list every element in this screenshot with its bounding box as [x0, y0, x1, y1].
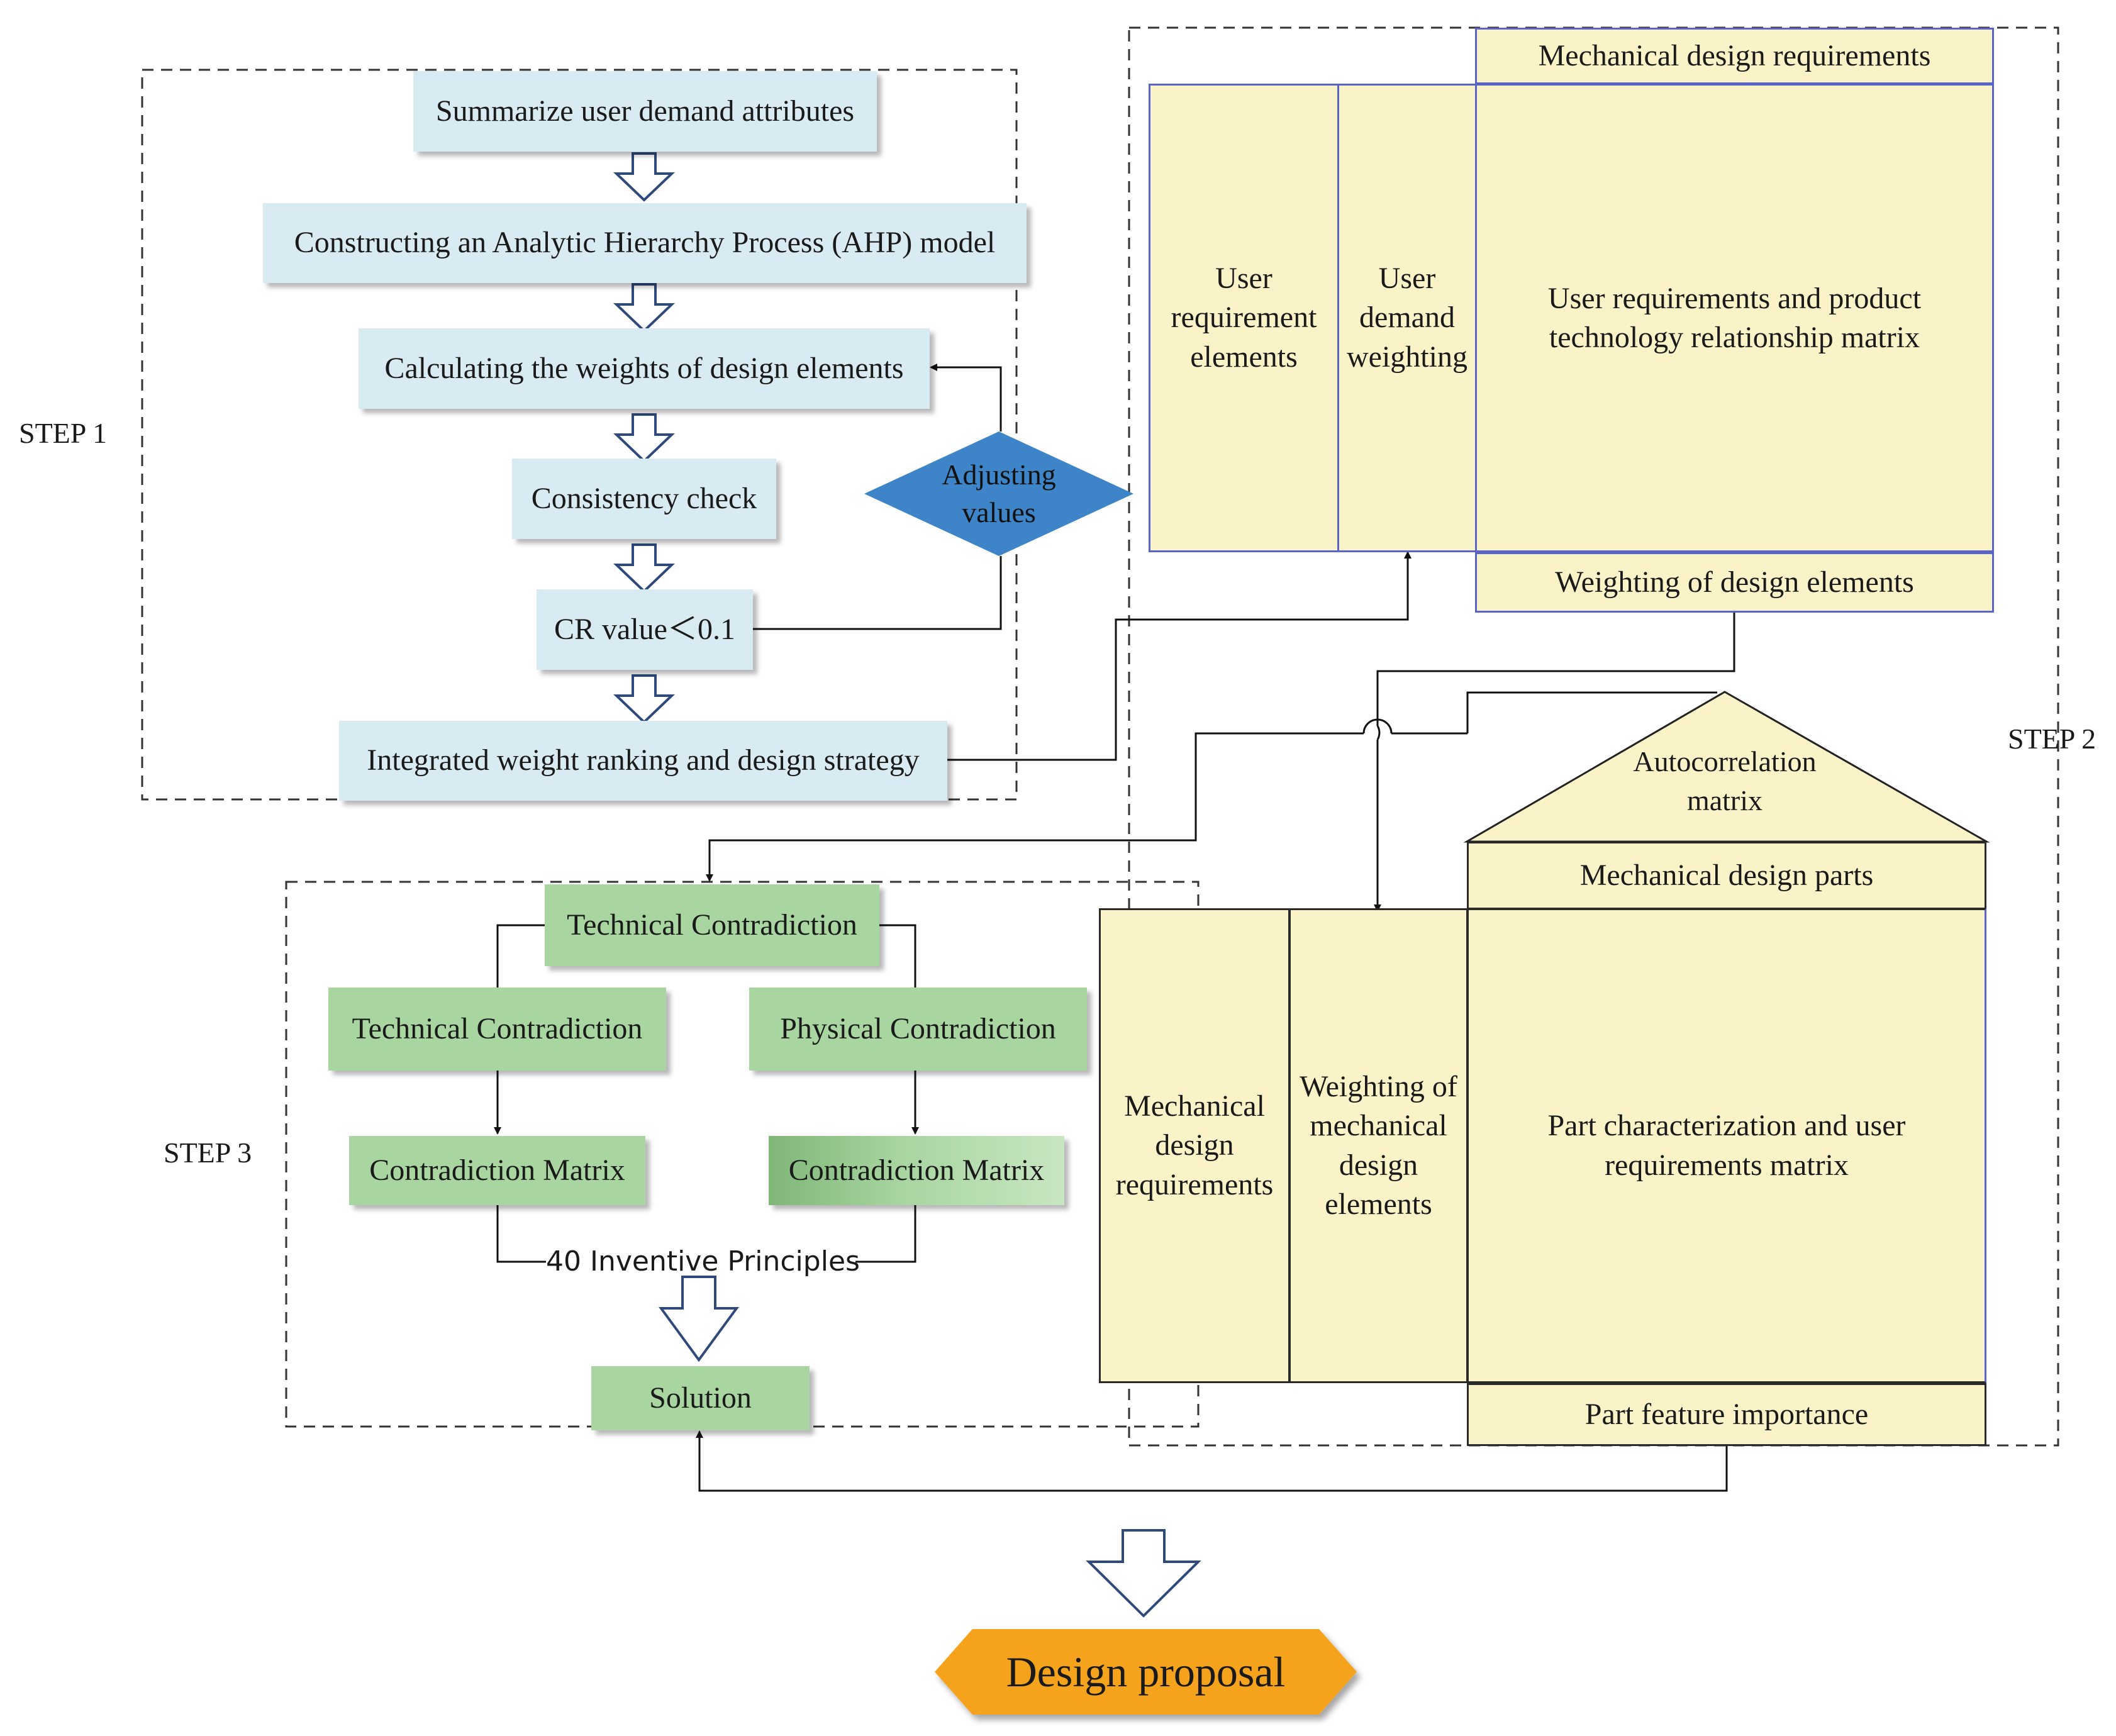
summarize-text: Summarize user demand attributes — [435, 94, 855, 128]
top-to-left-branch — [496, 924, 545, 988]
design-proposal-text: Design proposal — [1006, 1647, 1286, 1696]
step1-border — [141, 69, 1018, 801]
hollow-arrow-1 — [613, 152, 675, 202]
design-proposal-shape — [935, 1629, 1357, 1715]
contradiction-matrix-left-text: Contradiction Matrix — [369, 1153, 625, 1187]
step2-border — [1128, 26, 2059, 1447]
adjusting-values-text: Adjusting values — [942, 459, 1056, 528]
cr-value-text: CR value＜0.1 — [554, 612, 735, 646]
hollow-arrow-proposal — [1086, 1529, 1201, 1618]
step2-label: STEP 2 — [2008, 723, 2097, 755]
inventive-principles-label: 40 Inventive Principles — [546, 1245, 860, 1277]
hoq1-relationship-matrix: User requirements and product technology… — [1475, 84, 1994, 552]
hoq1-mech-design-req: Mechanical design requirements — [1475, 28, 1994, 84]
left-matrix-to-principles — [496, 1205, 546, 1263]
contradiction-matrix-right: Contradiction Matrix — [769, 1136, 1064, 1205]
solution-text: Solution — [649, 1381, 752, 1415]
ahp-model-text: Constructing an Analytic Hierarchy Proce… — [294, 226, 996, 260]
hoq2-part-feature-importance-text: Part feature importance — [1584, 1397, 1869, 1431]
calc-weights-text: Calculating the weights of design elemen… — [384, 351, 904, 385]
cr-value-box: CR value＜0.1 — [537, 589, 753, 670]
hoq2-mech-design-requirements-text: Mechanical design requirements — [1115, 1089, 1274, 1201]
contradiction-matrix-right-text: Contradiction Matrix — [788, 1153, 1045, 1187]
physical-contradiction: Physical Contradiction — [749, 988, 1087, 1071]
hoq1-weighting-design-elements-text: Weighting of design elements — [1555, 565, 1914, 599]
hoq2-feed-line-left — [706, 732, 1364, 882]
summarize-box: Summarize user demand attributes — [413, 71, 877, 152]
calc-weights-box: Calculating the weights of design elemen… — [359, 328, 930, 409]
hoq2-feed-line-up — [1466, 691, 1717, 733]
hollow-arrow-5 — [613, 674, 675, 724]
hoq2-mech-design-parts: Mechanical design parts — [1467, 842, 1986, 910]
autocorrelation-matrix-text: Autocorrelation matrix — [1633, 745, 1817, 817]
integrated-text: Integrated weight ranking and design str… — [367, 743, 920, 777]
hoq1-user-req-elements-text: User requirement elements — [1171, 261, 1317, 374]
technical-contradiction-top-text: Technical Contradiction — [567, 908, 857, 942]
hollow-arrow-solution — [659, 1276, 739, 1362]
hoq2-weighting-mech-elements-text: Weighting of mechanical design elements — [1300, 1069, 1457, 1221]
design-proposal-label: Design proposal — [935, 1629, 1357, 1715]
physical-contradiction-text: Physical Contradiction — [780, 1011, 1056, 1045]
hoq1-relationship-matrix-text: User requirements and product technology… — [1547, 282, 1922, 355]
line-hop-arc — [1362, 718, 1393, 734]
ahp-model-box: Constructing an Analytic Hierarchy Proce… — [263, 203, 1027, 283]
diamond-to-calc-line — [930, 364, 1002, 431]
cr-to-diamond-line — [753, 556, 1002, 630]
hollow-arrow-4 — [613, 543, 675, 593]
weighting-to-hoq2-line-a — [1376, 613, 1735, 726]
hoq2-part-char-matrix-text: Part characterization and user requireme… — [1547, 1109, 1906, 1182]
hoq2-part-feature-importance: Part feature importance — [1467, 1383, 1986, 1446]
hoq2-weighting-mech-elements: Weighting of mechanical design elements — [1289, 908, 1468, 1383]
top-to-right-branch — [879, 924, 916, 988]
autocorrelation-matrix-label: Autocorrelation matrix — [1536, 742, 1913, 820]
step1-label: STEP 1 — [19, 417, 108, 449]
hollow-arrow-3 — [613, 413, 675, 463]
consistency-check-text: Consistency check — [531, 481, 757, 515]
importance-to-solution-line — [696, 1430, 1728, 1492]
hoq2-part-char-matrix: Part characterization and user requireme… — [1467, 908, 1986, 1383]
hoq1-weighting-design-elements: Weighting of design elements — [1475, 552, 1994, 613]
technical-contradiction-left-text: Technical Contradiction — [352, 1011, 643, 1045]
weighting-to-hoq2-hop — [1376, 725, 1381, 740]
adjusting-diamond — [864, 431, 1133, 556]
hoq1-user-demand-weighting: User demand weighting — [1337, 84, 1477, 552]
technical-contradiction-top: Technical Contradiction — [545, 884, 879, 966]
integrated-box: Integrated weight ranking and design str… — [339, 721, 947, 801]
hoq2-mech-design-requirements: Mechanical design requirements — [1099, 908, 1290, 1383]
solution-box: Solution — [591, 1366, 810, 1430]
hoq1-user-req-elements: User requirement elements — [1149, 84, 1339, 552]
technical-contradiction-left: Technical Contradiction — [328, 988, 666, 1071]
right-matrix-to-principles — [855, 1205, 916, 1263]
hollow-arrow-2 — [613, 283, 675, 333]
hoq1-mech-design-req-text: Mechanical design requirements — [1538, 38, 1931, 72]
consistency-check-box: Consistency check — [512, 459, 776, 539]
hoq1-user-demand-weighting-text: User demand weighting — [1347, 261, 1467, 374]
step3-label: STEP 3 — [164, 1137, 252, 1169]
adjusting-values-label: Adjusting values — [899, 452, 1098, 536]
integrated-to-hoq1-line — [947, 551, 1412, 761]
contradiction-matrix-left: Contradiction Matrix — [349, 1136, 645, 1205]
hoq2-mech-design-parts-text: Mechanical design parts — [1579, 858, 1874, 892]
